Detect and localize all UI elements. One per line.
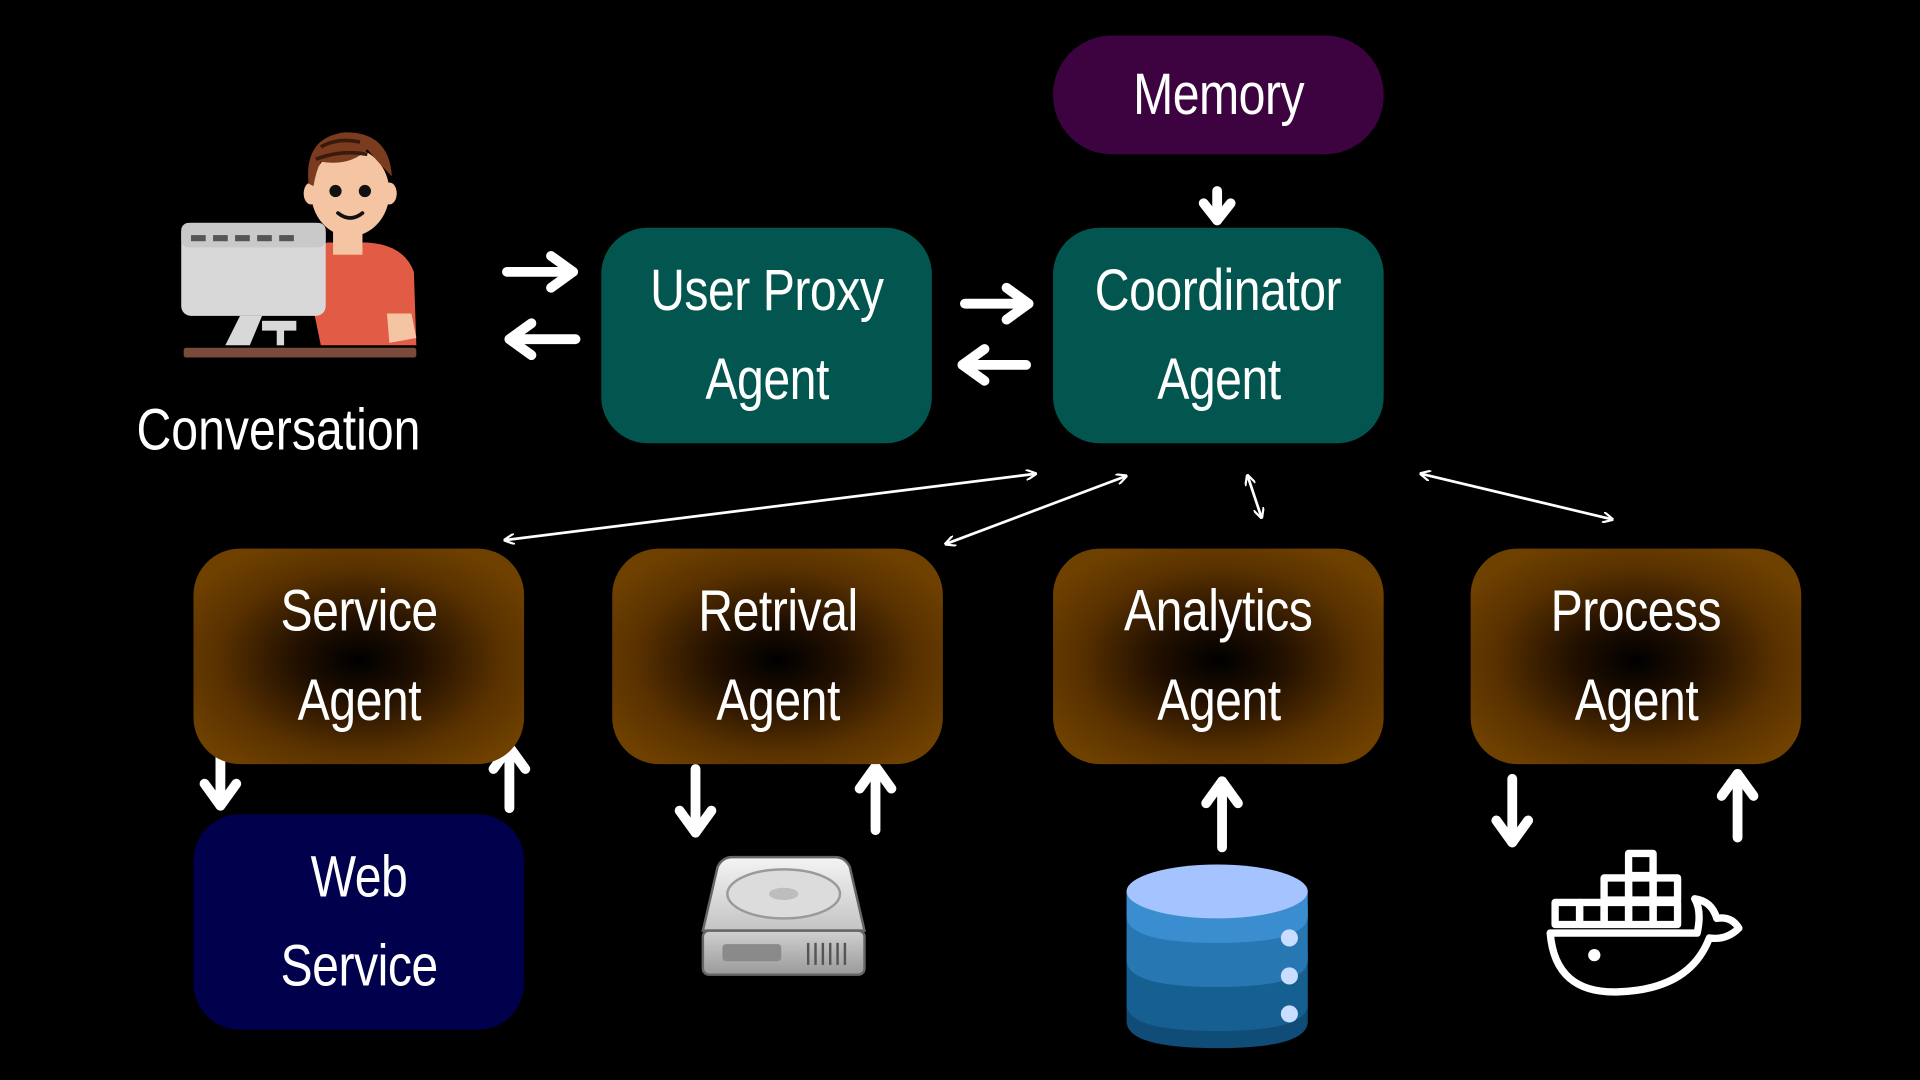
web-service-line1: Web xyxy=(310,844,408,910)
arrow-storage-to-retrival xyxy=(854,761,897,836)
arrow-memory-to-coordinator xyxy=(1198,186,1236,226)
retrival-agent-line2: Agent xyxy=(715,668,840,734)
arrow-coordinator-to-proxy xyxy=(957,344,1032,386)
analytics-agent-line1: Analytics xyxy=(1124,579,1313,645)
service-agent-box: Service Agent xyxy=(193,548,525,765)
coordinator-agent-line2: Agent xyxy=(1156,347,1281,413)
service-agent-line2: Agent xyxy=(297,668,421,734)
arrow-conversation-to-proxy xyxy=(502,251,578,293)
arrow-process-to-container xyxy=(1491,773,1534,848)
user-proxy-agent-line2: Agent xyxy=(704,347,829,413)
process-agent-box: Process Agent xyxy=(1470,548,1802,765)
coordinator-agent-box: Coordinator Agent xyxy=(1053,227,1384,444)
user-proxy-agent-box: User Proxy Agent xyxy=(601,227,932,444)
service-agent-line1: Service xyxy=(280,579,438,645)
retrival-agent-box: Retrival Agent xyxy=(612,548,943,765)
process-agent-line2: Agent xyxy=(1574,668,1698,734)
memory-box: Memory xyxy=(1053,35,1384,155)
user-proxy-agent-line1: User Proxy xyxy=(649,258,884,324)
arrow-proxy-to-conversation xyxy=(504,318,581,361)
arrow-proxy-to-coordinator xyxy=(960,282,1034,325)
arrow-container-to-process xyxy=(1716,768,1759,843)
arrow-database-to-analytics xyxy=(1201,776,1243,853)
arrow-retrival-to-storage xyxy=(674,764,717,838)
link-coordinator-retrival xyxy=(947,476,1126,543)
web-service-line2: Service xyxy=(280,934,438,1000)
retrival-agent-line1: Retrival xyxy=(697,579,858,645)
memory-label: Memory xyxy=(1132,62,1305,128)
analytics-agent-line2: Agent xyxy=(1156,668,1281,734)
analytics-agent-box: Analytics Agent xyxy=(1053,548,1384,765)
link-coordinator-process xyxy=(1422,474,1612,519)
link-coordinator-analytics xyxy=(1248,476,1261,516)
web-service-box: Web Service xyxy=(193,814,525,1030)
coordinator-agent-line1: Coordinator xyxy=(1095,258,1342,324)
conversation-label: Conversation xyxy=(136,397,421,463)
process-agent-line1: Process xyxy=(1550,579,1722,645)
